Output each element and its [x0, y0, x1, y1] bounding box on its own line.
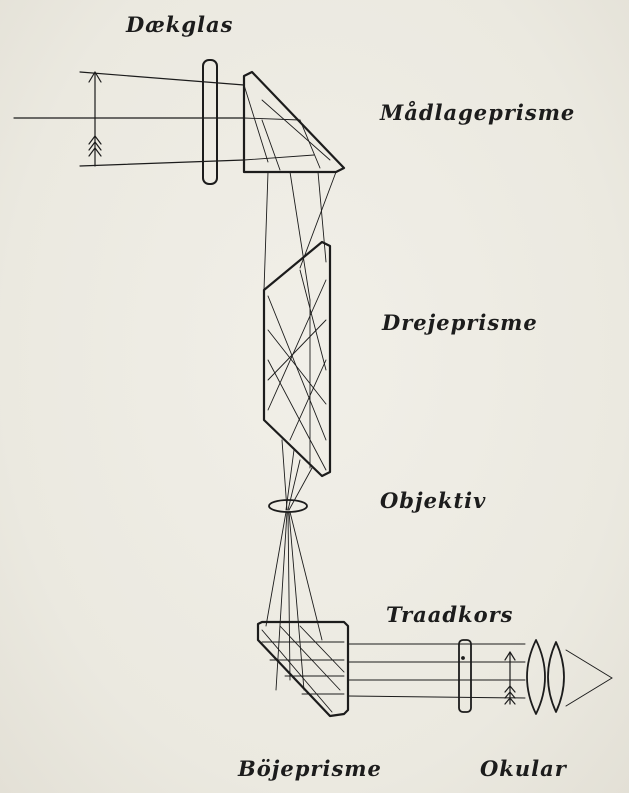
rays-to-eyepiece [347, 643, 526, 699]
label-daekglas: Dækglas [126, 12, 234, 37]
eyepiece-lenses [526, 639, 565, 715]
label-bojeprisme: Böjeprisme [238, 756, 382, 781]
label-okular: Okular [480, 756, 567, 781]
rays-to-bending-prism [265, 511, 323, 691]
label-traadkors: Traadkors [386, 602, 514, 627]
rotating-prism [262, 240, 332, 478]
incoming-rays [13, 71, 245, 167]
label-drejeprisme: Drejeprisme [382, 310, 538, 335]
object-arrow [88, 71, 102, 167]
levelling-prism [242, 70, 346, 174]
label-madlageprisme: Mådlageprisme [380, 100, 576, 125]
rotating-prism-rays [267, 269, 327, 471]
cover-glass [202, 59, 218, 185]
label-objektiv: Objektiv [380, 488, 487, 513]
image-arrow [504, 651, 516, 705]
reticle-mark [461, 656, 465, 660]
levelling-prism-rays [243, 84, 331, 171]
bending-prism [256, 620, 350, 718]
rays-to-rotating-prism [263, 171, 337, 301]
reticle-plate [458, 639, 472, 713]
bending-prism-rays [261, 625, 345, 713]
exit-rays [565, 649, 613, 707]
